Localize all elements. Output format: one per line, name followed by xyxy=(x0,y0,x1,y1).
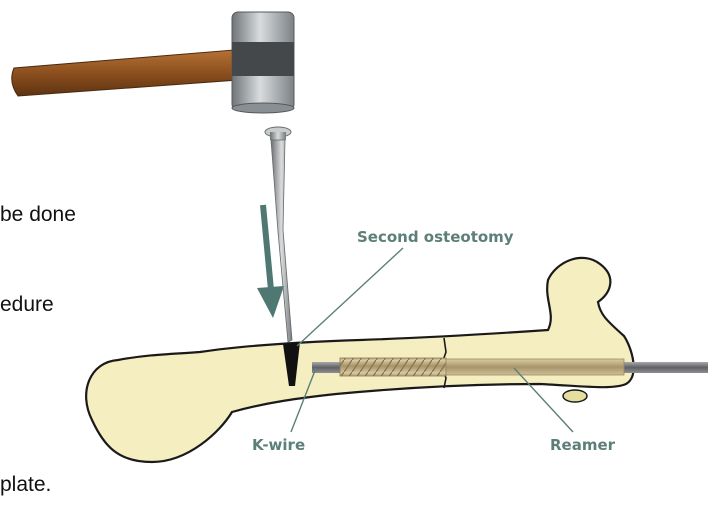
second-osteotomy-label: Second osteotomy xyxy=(357,228,514,246)
reamer-label: Reamer xyxy=(550,436,616,454)
second-osteotomy-leader xyxy=(297,248,403,346)
osteotomy-illustration: Second osteotomy K-wire Reamer xyxy=(0,0,708,489)
k-wire-label: K-wire xyxy=(252,436,305,454)
reamer-assembly xyxy=(312,358,708,376)
mallet-icon xyxy=(12,12,294,113)
